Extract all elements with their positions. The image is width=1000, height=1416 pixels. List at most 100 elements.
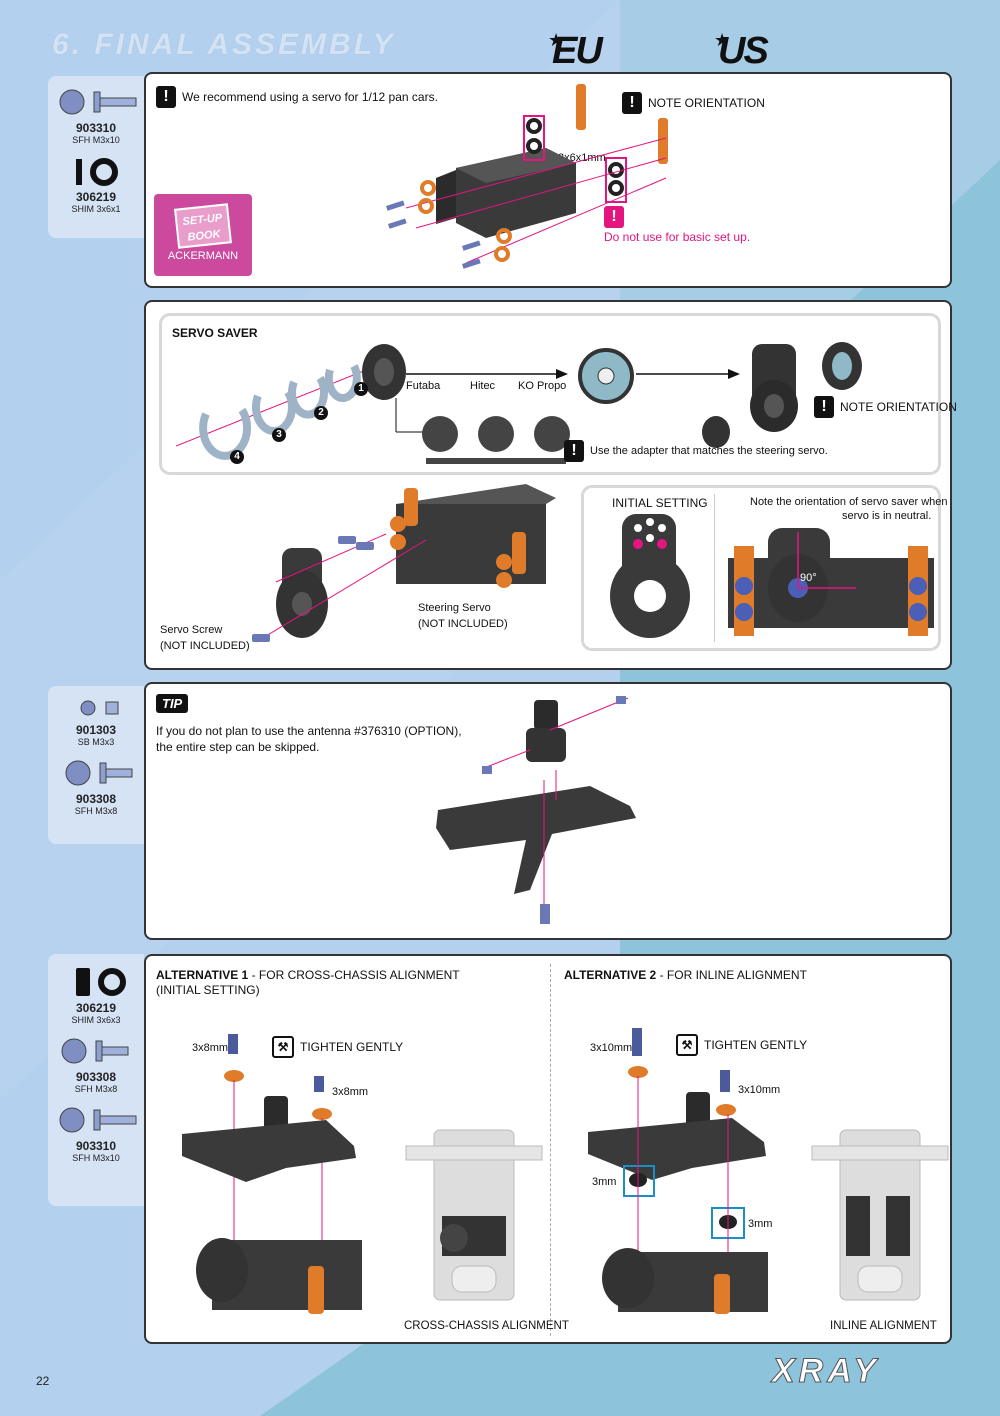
alt2-screw-label-b: 3x10mm bbox=[738, 1084, 781, 1096]
xray-logo: XRAY bbox=[772, 1352, 880, 1391]
exclamation-icon: ! bbox=[564, 440, 584, 462]
adapter-label-ko-propo: KO Propo bbox=[518, 380, 567, 392]
alt2-title: ALTERNATIVE 2 bbox=[564, 968, 657, 982]
alt1-title: ALTERNATIVE 1 bbox=[156, 968, 249, 982]
tighten-note: ⚒ TIGHTEN GENTLY bbox=[676, 1034, 807, 1056]
part-spec: SFH M3x10 bbox=[72, 135, 120, 145]
angle-label: 90° bbox=[800, 572, 817, 584]
neutral-note-line1: Note the orientation of servo saver when bbox=[750, 496, 948, 508]
part-spec: SHIM 3x6x3 bbox=[71, 1015, 121, 1025]
part-code: 901303 bbox=[75, 723, 117, 737]
alt1-screw-label-b: 3x8mm bbox=[332, 1086, 369, 1098]
alt2-desc: - FOR INLINE ALIGNMENT bbox=[656, 968, 807, 982]
setup-book-label: ACKERMANN bbox=[167, 250, 239, 262]
orientation-text: NOTE ORIENTATION bbox=[648, 96, 765, 110]
alt1-sub: (INITIAL SETTING) bbox=[156, 983, 260, 997]
tip-label: TIP bbox=[156, 694, 189, 713]
alt2-heading: ALTERNATIVE 2 - FOR INLINE ALIGNMENT bbox=[564, 968, 807, 982]
spacer-label-a: 3mm bbox=[592, 1176, 617, 1188]
flat-head-screw-icon bbox=[65, 760, 133, 786]
parts-bag-step1: 903310 SFH M3x10 306219 SHIM 3x6x1 bbox=[48, 76, 144, 238]
cross-chassis-diagram bbox=[405, 1129, 543, 1301]
orientation-note: ! NOTE ORIENTATION bbox=[622, 92, 765, 114]
set-screw-icon bbox=[80, 700, 119, 716]
flat-head-screw-icon bbox=[59, 1107, 137, 1133]
part-item: 306219 SHIM 3x6x1 bbox=[48, 155, 144, 214]
parts-bag-step3: 901303 SB M3x3 903308 SFH M3x8 bbox=[48, 686, 144, 844]
wrench-icon: ⚒ bbox=[272, 1036, 294, 1058]
tighten-text: TIGHTEN GENTLY bbox=[704, 1038, 808, 1052]
neutral-servo-diagram bbox=[728, 528, 934, 636]
part-item: 306219 SHIM 3x6x3 bbox=[48, 964, 144, 1025]
wrench-icon: ⚒ bbox=[676, 1034, 698, 1056]
initial-setting-title: INITIAL SETTING bbox=[612, 496, 708, 510]
basic-setup-note: ! Do not use for basic set up. bbox=[604, 206, 750, 244]
spacer-label-b: 3mm bbox=[748, 1218, 773, 1230]
alt1-mount-diagram bbox=[182, 1034, 362, 1314]
alt1-screw-label-a: 3x8mm bbox=[192, 1042, 229, 1054]
recommend-text: We recommend using a servo for 1/12 pan … bbox=[182, 90, 438, 104]
recommend-note: ! We recommend using a servo for 1/12 pa… bbox=[156, 86, 438, 108]
step-number-2: 2 bbox=[314, 406, 328, 420]
step-number-3: 3 bbox=[272, 428, 286, 442]
inline-chassis-diagram bbox=[811, 1129, 949, 1301]
part-spec: SFH M3x8 bbox=[74, 806, 118, 816]
shim-icon bbox=[76, 968, 126, 996]
parts-bag-step4: 306219 SHIM 3x6x3 903308 SFH M3x8 903310… bbox=[48, 954, 144, 1206]
star-icon: ★ bbox=[714, 30, 731, 50]
flat-head-screw-icon bbox=[59, 89, 137, 115]
step2-panel: SERVO SAVER bbox=[144, 300, 957, 670]
exclamation-icon: ! bbox=[156, 86, 176, 108]
servo-saver-horn-diagram bbox=[610, 514, 690, 638]
part-code: 903310 bbox=[75, 1139, 117, 1153]
part-code: 306219 bbox=[75, 1001, 117, 1015]
tip-line2: the entire step can be skipped. bbox=[156, 740, 320, 754]
tip-line1: If you do not plan to use the antenna #3… bbox=[156, 724, 462, 738]
exclamation-icon: ! bbox=[622, 92, 642, 114]
part-spec: SFH M3x8 bbox=[74, 1084, 118, 1094]
part-spec: SB M3x3 bbox=[77, 737, 115, 747]
alt2-screw-label-a: 3x10mm bbox=[590, 1042, 633, 1054]
part-code: 306219 bbox=[75, 190, 117, 204]
tighten-note: ⚒ TIGHTEN GENTLY bbox=[272, 1036, 403, 1058]
step-number-4: 4 bbox=[230, 450, 244, 464]
alt1-caption: CROSS-CHASSIS ALIGNMENT bbox=[404, 1320, 569, 1332]
page-number: 22 bbox=[36, 1374, 50, 1388]
servo-saver-install-diagram bbox=[252, 484, 556, 643]
page-title: 6. FINAL ASSEMBLY bbox=[52, 28, 396, 61]
alt2-mount-diagram bbox=[588, 1028, 768, 1314]
servo-saver-title: SERVO SAVER bbox=[172, 326, 258, 340]
setup-book-badge: SET-UP BOOK ACKERMANN bbox=[154, 194, 252, 276]
eu-logo: EU bbox=[552, 30, 603, 72]
basic-setup-text: Do not use for basic set up. bbox=[604, 230, 751, 244]
shim-icon bbox=[76, 158, 118, 186]
part-code: 903308 bbox=[75, 792, 117, 806]
step-number-1: 1 bbox=[354, 382, 368, 396]
tip-badge: TIP bbox=[156, 694, 189, 713]
steering-servo-note: (NOT INCLUDED) bbox=[418, 618, 508, 630]
servo-screw-note: (NOT INCLUDED) bbox=[160, 640, 250, 652]
tighten-text: TIGHTEN GENTLY bbox=[300, 1040, 404, 1054]
alt1-heading: ALTERNATIVE 1 - FOR CROSS-CHASSIS ALIGNM… bbox=[156, 968, 460, 982]
orientation-text: NOTE ORIENTATION bbox=[840, 400, 957, 414]
part-item: 903308 SFH M3x8 bbox=[48, 757, 144, 816]
star-icon: ★ bbox=[548, 30, 565, 50]
part-spec: SHIM 3x6x1 bbox=[71, 204, 121, 214]
us-logo: US bbox=[718, 30, 769, 72]
part-code: 903308 bbox=[75, 1070, 117, 1084]
step3-panel: TIP If you do not plan to use the antenn… bbox=[144, 682, 952, 940]
part-code: 903310 bbox=[75, 121, 117, 135]
initial-setting-box: INITIAL SETTING Note the orientation of … bbox=[584, 488, 948, 648]
alt2-caption: INLINE ALIGNMENT bbox=[830, 1320, 937, 1332]
steering-servo-label: Steering Servo bbox=[418, 602, 491, 614]
part-spec: SFH M3x10 bbox=[72, 1153, 120, 1163]
part-item: 903308 SFH M3x8 bbox=[48, 1035, 144, 1094]
adapter-label-hitec: Hitec bbox=[470, 380, 496, 392]
part-item: 903310 SFH M3x10 bbox=[48, 86, 144, 145]
neutral-note-line2: servo is in neutral. bbox=[842, 510, 932, 522]
part-item: 901303 SB M3x3 bbox=[48, 696, 144, 747]
servo-screw-label: Servo Screw bbox=[160, 624, 223, 636]
alternatives-divider bbox=[550, 964, 552, 1336]
servo-saver-box: SERVO SAVER bbox=[162, 316, 957, 472]
step4-panel: ALTERNATIVE 1 - FOR CROSS-CHASSIS ALIGNM… bbox=[144, 954, 952, 1344]
